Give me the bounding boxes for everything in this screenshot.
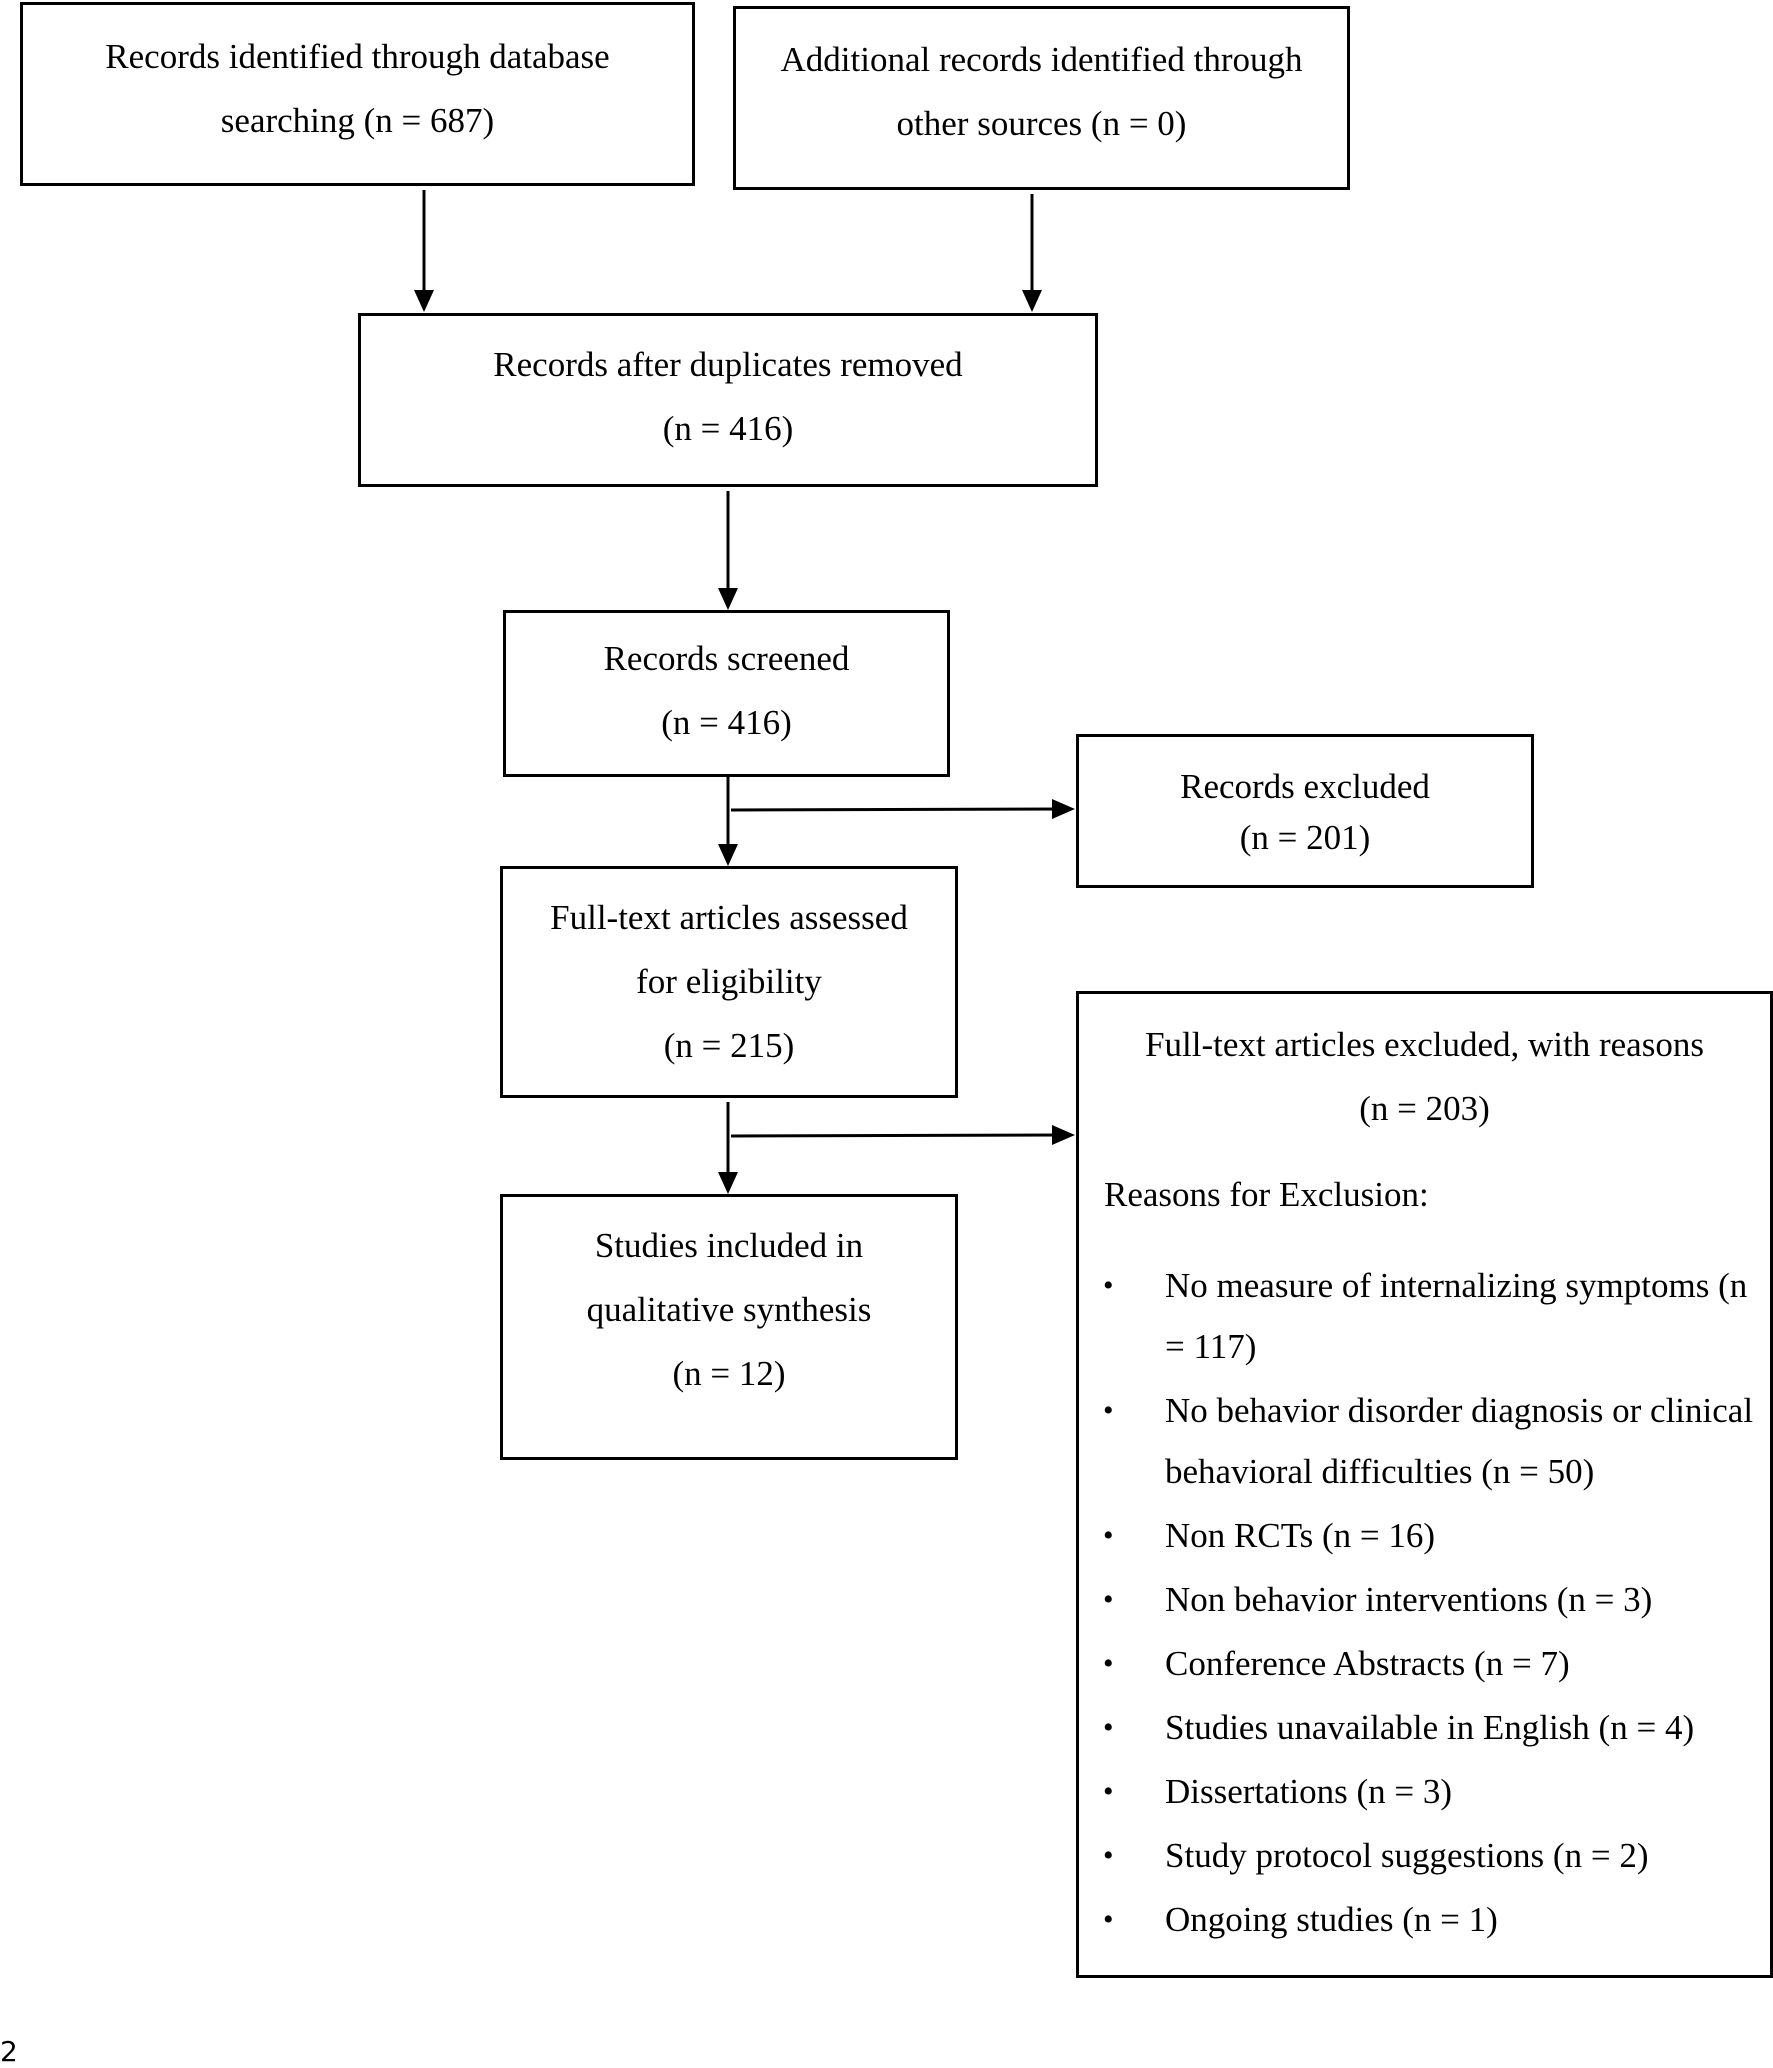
records-after-duplicates-box: Records after duplicates removed (n = 41… (358, 313, 1098, 487)
fulltext-assessed-box: Full-text articles assessed for eligibil… (500, 866, 958, 1098)
reason-text: Non RCTs (n = 16) (1165, 1516, 1436, 1555)
bullet-icon: • (1103, 1269, 1114, 1302)
reason-item: • Non behavior interventions (n = 3) (1079, 1569, 1770, 1630)
fulltext-assessed-line2: for eligibility (636, 962, 822, 1001)
reason-text: No measure of internalizing symptoms (n … (1165, 1266, 1748, 1366)
identified-other-line2: other sources (n = 0) (896, 104, 1187, 143)
bullet-icon: • (1103, 1775, 1114, 1808)
reason-item: • No measure of internalizing symptoms (n… (1079, 1255, 1770, 1377)
after-duplicates-line1: Records after duplicates removed (493, 345, 963, 384)
fulltext-assessed-line3: (n = 215) (663, 1026, 795, 1065)
reason-item: • Studies unavailable in English (n = 4) (1079, 1697, 1770, 1758)
reasons-list: • No measure of internalizing symptoms (n… (1079, 1255, 1770, 1950)
after-duplicates-line2: (n = 416) (662, 409, 794, 448)
reason-text: Conference Abstracts (n = 7) (1165, 1644, 1570, 1683)
bullet-icon: • (1103, 1394, 1114, 1427)
arrowhead-fulltext-to-excluded (1052, 1125, 1075, 1145)
bullet-icon: • (1103, 1583, 1114, 1616)
identified-db-line1: Records identified through database (105, 37, 610, 76)
reason-text: Ongoing studies (n = 1) (1165, 1900, 1498, 1939)
bullet-icon: • (1103, 1647, 1114, 1680)
reason-text: Study protocol suggestions (n = 2) (1165, 1836, 1649, 1875)
reason-item: • Dissertations (n = 3) (1079, 1761, 1770, 1822)
reason-item: • No behavior disorder diagnosis or clini… (1079, 1380, 1770, 1502)
arrowhead-db-to-duplicates (414, 290, 434, 312)
reason-text: No behavior disorder diagnosis or clinic… (1165, 1391, 1754, 1491)
screened-line2: (n = 416) (661, 703, 792, 742)
records-excluded-line2: (n = 201) (1239, 818, 1371, 857)
records-screened-box: Records screened (n = 416) (503, 610, 950, 777)
identified-other-line1: Additional records identified through (780, 40, 1303, 79)
bullet-icon: • (1103, 1711, 1114, 1744)
arrowhead-fulltext-to-included (718, 1172, 738, 1194)
included-line1: Studies included in (594, 1226, 864, 1265)
reasons-heading: Reasons for Exclusion: (1104, 1175, 1429, 1214)
fulltext-excluded-box: Full-text articles excluded, with reason… (1076, 991, 1773, 1978)
arrowhead-other-to-duplicates (1022, 290, 1042, 312)
bullet-icon: • (1103, 1519, 1114, 1552)
reason-item: • Study protocol suggestions (n = 2) (1079, 1825, 1770, 1886)
page-number: 2 (0, 2035, 18, 2068)
screened-line1: Records screened (603, 639, 850, 678)
bullet-icon: • (1103, 1839, 1114, 1872)
fulltext-assessed-line1: Full-text articles assessed (550, 898, 908, 937)
arrowhead-screened-to-excluded (1052, 799, 1075, 819)
additional-records-box: Additional records identified through ot… (733, 6, 1350, 190)
included-line3: (n = 12) (672, 1354, 786, 1393)
fulltext-excluded-line1: Full-text articles excluded, with reason… (1145, 1025, 1704, 1064)
reason-text: Non behavior interventions (n = 3) (1165, 1580, 1653, 1619)
reason-item: • Ongoing studies (n = 1) (1079, 1889, 1770, 1950)
included-line2: qualitative synthesis (586, 1290, 872, 1329)
arrow-screened-to-excluded (730, 807, 1063, 812)
bullet-icon: • (1103, 1903, 1114, 1936)
reason-item: • Conference Abstracts (n = 7) (1079, 1633, 1770, 1694)
arrowhead-screened-to-fulltext (718, 844, 738, 866)
studies-included-box: Studies included in qualitative synthesi… (500, 1194, 958, 1460)
records-excluded-line1: Records excluded (1180, 767, 1430, 806)
fulltext-excluded-line2: (n = 203) (1359, 1089, 1490, 1128)
reason-item: • Non RCTs (n = 16) (1079, 1505, 1770, 1566)
reason-text: Dissertations (n = 3) (1165, 1772, 1453, 1811)
records-identified-database-box: Records identified through database sear… (20, 2, 695, 186)
reason-text: Studies unavailable in English (n = 4) (1165, 1708, 1695, 1747)
arrow-fulltext-to-excluded (730, 1133, 1063, 1138)
records-excluded-box: Records excluded (n = 201) (1076, 734, 1534, 888)
arrowhead-duplicates-to-screened (718, 588, 738, 610)
identified-db-line2: searching (n = 687) (220, 101, 495, 140)
